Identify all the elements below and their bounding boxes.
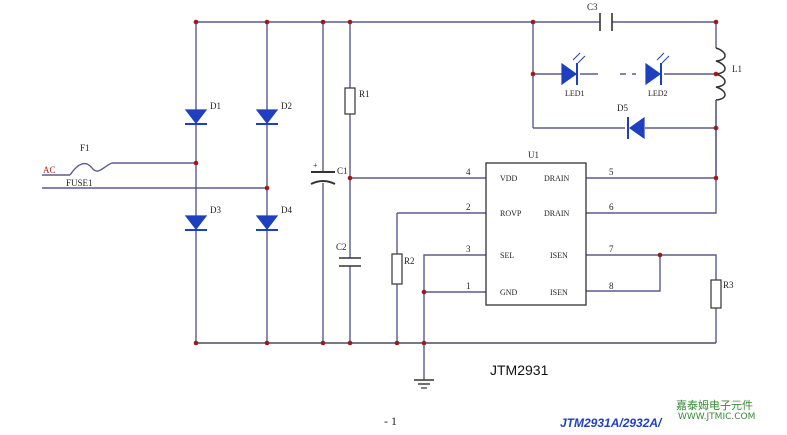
junction-dots bbox=[193, 19, 719, 346]
wires bbox=[42, 21, 717, 380]
component-labels: AC F1 FUSE1 D1 D2 D3 D4 D5 C1 C2 C3 R1 R… bbox=[43, 2, 742, 290]
led-2 bbox=[645, 52, 670, 86]
pin-number: 8 bbox=[609, 281, 614, 291]
capacitor-c3 bbox=[599, 13, 613, 31]
pin-name: VDD bbox=[500, 174, 518, 183]
label-d3: D3 bbox=[210, 205, 221, 215]
ic-left-pins: 4 VDD 2 ROVP 3 SEL 1 GND bbox=[466, 167, 522, 297]
pin-name: ROVP bbox=[500, 209, 522, 218]
page-number: - 1 bbox=[384, 414, 397, 428]
capacitor-c2 bbox=[339, 257, 361, 267]
capacitor-c1: + bbox=[310, 161, 336, 185]
pin-name: ISEN bbox=[550, 288, 568, 297]
label-d5: D5 bbox=[617, 103, 628, 113]
label-d1: D1 bbox=[210, 101, 221, 111]
ic-right-pins: 5 DRAIN 6 DRAIN 7 ISEN 8 ISEN bbox=[544, 167, 614, 297]
pin-name: DRAIN bbox=[544, 174, 570, 183]
resistor-r3 bbox=[710, 279, 722, 309]
label-r3: R3 bbox=[723, 280, 734, 290]
pin-name: ISEN bbox=[550, 251, 568, 260]
ground-icon bbox=[414, 379, 434, 389]
diode-d1 bbox=[184, 109, 208, 125]
pin-number: 1 bbox=[466, 281, 471, 291]
label-d4: D4 bbox=[281, 205, 292, 215]
label-c3: C3 bbox=[587, 2, 598, 12]
diode-d4 bbox=[255, 215, 279, 231]
led-1 bbox=[561, 52, 586, 86]
label-f1: F1 bbox=[80, 143, 90, 153]
diode-d5 bbox=[627, 116, 645, 140]
resistor-r1 bbox=[344, 87, 356, 115]
label-led2: LED2 bbox=[648, 89, 668, 98]
label-l1: L1 bbox=[732, 64, 742, 74]
fuse-f1 bbox=[69, 162, 113, 176]
pin-number: 5 bbox=[609, 167, 614, 177]
pin-number: 4 bbox=[466, 167, 471, 177]
pin-number: 6 bbox=[609, 202, 614, 212]
label-d2: D2 bbox=[281, 101, 292, 111]
label-fuse1: FUSE1 bbox=[66, 178, 93, 188]
watermark-url: WWW.JTMIC.COM bbox=[678, 412, 756, 422]
pin-name: SEL bbox=[500, 251, 514, 260]
resistor-r2 bbox=[391, 253, 403, 285]
diode-d3 bbox=[184, 215, 208, 231]
pin-number: 7 bbox=[609, 244, 614, 254]
svg-text:+: + bbox=[313, 161, 318, 170]
pin-name: DRAIN bbox=[544, 209, 570, 218]
ic-u1 bbox=[485, 162, 587, 306]
label-ac: AC bbox=[43, 165, 56, 175]
watermark-brand: 嘉泰姆电子元件 bbox=[676, 399, 753, 412]
label-c1: C1 bbox=[337, 166, 348, 176]
label-u1: U1 bbox=[528, 150, 539, 160]
label-c2: C2 bbox=[336, 242, 347, 252]
pin-name: GND bbox=[500, 288, 518, 297]
pin-number: 2 bbox=[466, 202, 471, 212]
pin-number: 3 bbox=[466, 244, 471, 254]
footer-title: JTM2931A/2932A/ bbox=[560, 416, 662, 430]
label-r2: R2 bbox=[404, 256, 415, 266]
diode-d2 bbox=[255, 109, 279, 125]
chip-name-caption: JTM2931 bbox=[490, 362, 549, 378]
label-led1: LED1 bbox=[565, 89, 585, 98]
label-r1: R1 bbox=[359, 89, 370, 99]
